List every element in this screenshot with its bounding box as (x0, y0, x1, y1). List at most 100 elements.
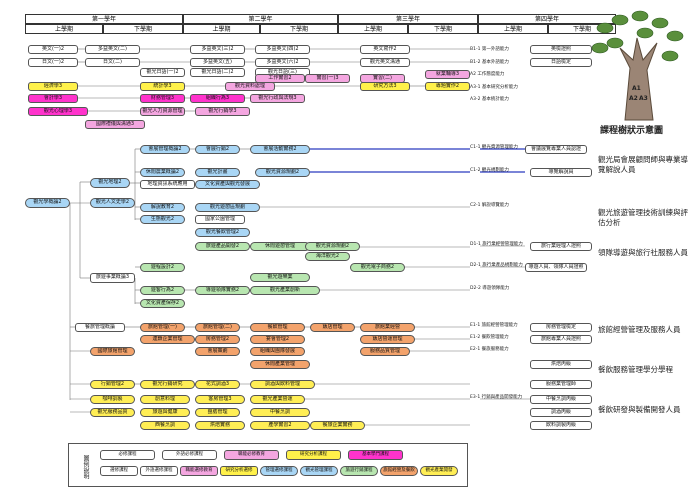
course-box: 觀光電子商務2 (350, 263, 405, 272)
ability-label: A2 工作態度能力 (470, 72, 505, 77)
tree-label: A2 (629, 95, 638, 102)
course-box: 觀光英文溝通 (360, 58, 410, 67)
course-box: 烘焙實務 (195, 421, 245, 430)
certificate-box: 服務業管理師 (530, 380, 592, 389)
leaf-shape (611, 14, 629, 26)
certificate-box: 日語檢定 (530, 58, 592, 67)
course-box: 日文(二) (85, 58, 140, 67)
year-header: 第一學年 (25, 14, 183, 24)
course-box: 組織與團隊發展 (250, 347, 305, 356)
course-box: 多益英文(六)2 (255, 58, 310, 67)
course-box: 海洋觀光2 (305, 252, 350, 261)
certificate-box: 英檢證照 (530, 45, 592, 54)
course-box: 會計學3 (28, 94, 78, 103)
course-box: 地理資訊系統應用 (140, 180, 195, 189)
course-box: 觀光遊憩區規劃 (195, 203, 260, 212)
course-box: 多益英文(三)2 (190, 45, 245, 54)
course-box: 旅遊事業概論3 (90, 273, 135, 283)
legend-item: 旅館經營及餐飲 (380, 466, 418, 476)
career-label: 觀光旅遊管理技術訓練與評估分析 (598, 208, 688, 227)
ability-label: A3-2 基本統計能力 (470, 97, 509, 102)
legend-item: 職能選修教育 (180, 466, 218, 476)
semester-header: 上學期 (338, 24, 408, 34)
course-box: 文化資產保存2 (140, 299, 185, 308)
course-box: 觀光學概論2 (25, 198, 70, 208)
career-label: 觀光局會展顧問師與專業導覽解說人員 (598, 155, 688, 174)
legend-item: 外語選修課程 (140, 466, 178, 476)
semester-header: 下學期 (260, 24, 338, 34)
course-box: 觀光日語(一)2 (140, 68, 185, 77)
course-box: 組織行為3 (190, 94, 245, 103)
legend-item: 旅遊行銷課程 (340, 466, 378, 476)
course-box: 觀光餐飲管理2 (195, 228, 250, 237)
course-box: 觀光日語(二)2 (190, 68, 245, 77)
legend-item: 觀光產業開發 (420, 466, 458, 476)
course-box: 工作實習2 (255, 74, 305, 83)
course-box: 中餐烹調 (250, 408, 310, 417)
semester-header: 上學期 (478, 24, 548, 34)
leaf-shape (661, 50, 679, 62)
course-box: 觀光資源規劃2 (255, 168, 310, 177)
course-box: 房務管理2 (195, 335, 240, 344)
course-box: 旅館管理(一) (140, 323, 185, 332)
certificate-box: 導遊人員、領隊人員證照 (525, 263, 587, 272)
course-box: 多益英文(二) (85, 45, 140, 54)
semester-header: 下學期 (103, 24, 183, 34)
legend-item: 職能必修教育 (224, 450, 279, 460)
course-box: 英文寫作2 (360, 45, 410, 54)
ability-label: D2-1 旅行業產品規劃能力 (470, 263, 523, 268)
course-box: 觀光行政與法規3 (250, 94, 305, 103)
ability-label: B1-1 第一外語能力 (470, 47, 509, 52)
legend-item: 選修課程 (100, 466, 138, 476)
career-label: 旅館經營管理及服務人員 (598, 325, 681, 334)
course-box: 會展策劃 (195, 347, 240, 356)
course-box: 英文(一)2 (28, 45, 78, 54)
course-box: 觀光行銷研究 (140, 380, 195, 389)
course-box: 飯店營運管理 (360, 335, 415, 344)
course-box: 西餐烹調 (140, 421, 190, 430)
diagram-title: 課程樹狀示意圖 (600, 126, 664, 136)
ability-label: A3-1 基本研究分析能力 (470, 85, 518, 90)
legend-title: 圖例說明 (82, 455, 89, 479)
course-box: 餐飲管理 (250, 323, 305, 332)
course-box: 國家公園管理 (195, 215, 245, 224)
ability-label: D2-2 導遊領隊能力 (470, 286, 510, 291)
course-box: 連鎖企業管理 (140, 335, 195, 344)
course-box: 休閒產業管理 (250, 360, 310, 369)
leaf-shape (666, 30, 684, 42)
career-label: 餐飲研發與製備開發人員 (598, 405, 681, 414)
course-box: 日文(一)2 (28, 58, 78, 67)
course-box: 遊客行為2 (140, 286, 185, 295)
legend-item: 外語必修課程 (162, 450, 217, 460)
course-box: 觀光計畫 (195, 168, 240, 177)
legend-item: 研究分析課程 (286, 450, 341, 460)
course-box: 旅館管理(二) (195, 323, 240, 332)
course-box: 多益英文(四)2 (255, 45, 310, 54)
course-box: 調酒與飲料管理 (250, 380, 315, 389)
leaf-shape (606, 37, 624, 49)
course-box: 生態觀光2 (140, 215, 185, 224)
course-box: 觀光產業營運 (250, 395, 305, 404)
course-box: 觀光人力資源管理 (140, 107, 185, 116)
course-box: 統計學3 (140, 82, 185, 91)
course-box: 休閒農業概論2 (140, 168, 185, 177)
certificate-box: 導覽解說員 (530, 168, 592, 177)
tree-label: A1 (632, 85, 641, 92)
course-box: 旅館業經營 (360, 323, 415, 332)
course-box: 咖啡調製 (90, 395, 135, 404)
course-box: 觀光產業創新 (250, 286, 320, 295)
leaf-shape (596, 22, 614, 34)
course-box: 觀光服務品質 (90, 408, 135, 417)
course-box: 就業輔導3 (425, 70, 470, 79)
course-box: 觀光人文史學2 (90, 198, 135, 208)
course-box: 導遊領隊實務2 (195, 286, 250, 295)
leaf-shape (591, 42, 609, 54)
ability-label: D1-1 旅行業經營管理能力 (470, 242, 523, 247)
course-box: 文化資產與觀光發展 (195, 180, 260, 189)
semester-header: 上學期 (183, 24, 260, 34)
course-box: 國際旅館管理 (90, 347, 135, 356)
tree-label: A3 (639, 95, 648, 102)
ability-label: E1-2 餐飲管理能力 (470, 335, 509, 340)
course-box: 專題實作2 (425, 82, 470, 91)
